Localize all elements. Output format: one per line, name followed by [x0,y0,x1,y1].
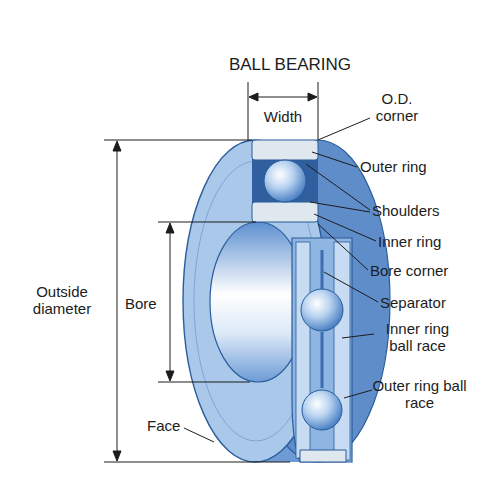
dimension-label: Bore [125,295,167,312]
cutaway [292,238,352,462]
part-label: Outer ring [360,158,470,175]
part-label: Separator [380,294,490,311]
dimension-line [170,226,171,378]
extension-line [104,140,252,141]
part-label: Inner ring [378,233,488,250]
arrow-head [249,93,317,101]
ball [264,160,306,202]
dimension-line [117,144,118,458]
diagram-title: BALL BEARING [190,55,390,75]
extension-line [104,462,290,463]
outer-ring-cut [334,242,350,460]
ball [301,289,343,331]
ball [302,390,342,430]
dimension-line [252,97,314,98]
outer-ring-section [252,140,318,160]
extension-line [158,382,250,383]
leader-line [312,152,357,167]
part-label: Face [147,417,189,434]
leader-line [318,224,368,270]
part-label: Bore corner [370,262,485,279]
inner-ring-cut [296,242,310,458]
leader-line [324,272,378,302]
arrow-head [166,223,174,381]
dimension-label: Width [252,108,314,125]
dimension-label: Outside diameter [20,283,104,317]
leader-line [184,428,214,442]
extension-line [318,82,319,140]
leader-line [314,214,376,241]
leader-line [310,202,370,212]
extension-line [248,82,249,140]
part-label: Inner ring ball race [375,320,460,354]
extension-line [158,222,256,223]
part-label: O.D. corner [366,90,428,124]
leader-line [318,118,370,140]
inner-ring-section [252,202,318,222]
leader-line [344,390,372,398]
outer-race-section [300,450,346,462]
part-label: Shoulders [372,202,482,219]
leader-line [342,334,374,338]
arrow-head [113,141,121,461]
part-label: Outer ring ball race [372,377,467,411]
